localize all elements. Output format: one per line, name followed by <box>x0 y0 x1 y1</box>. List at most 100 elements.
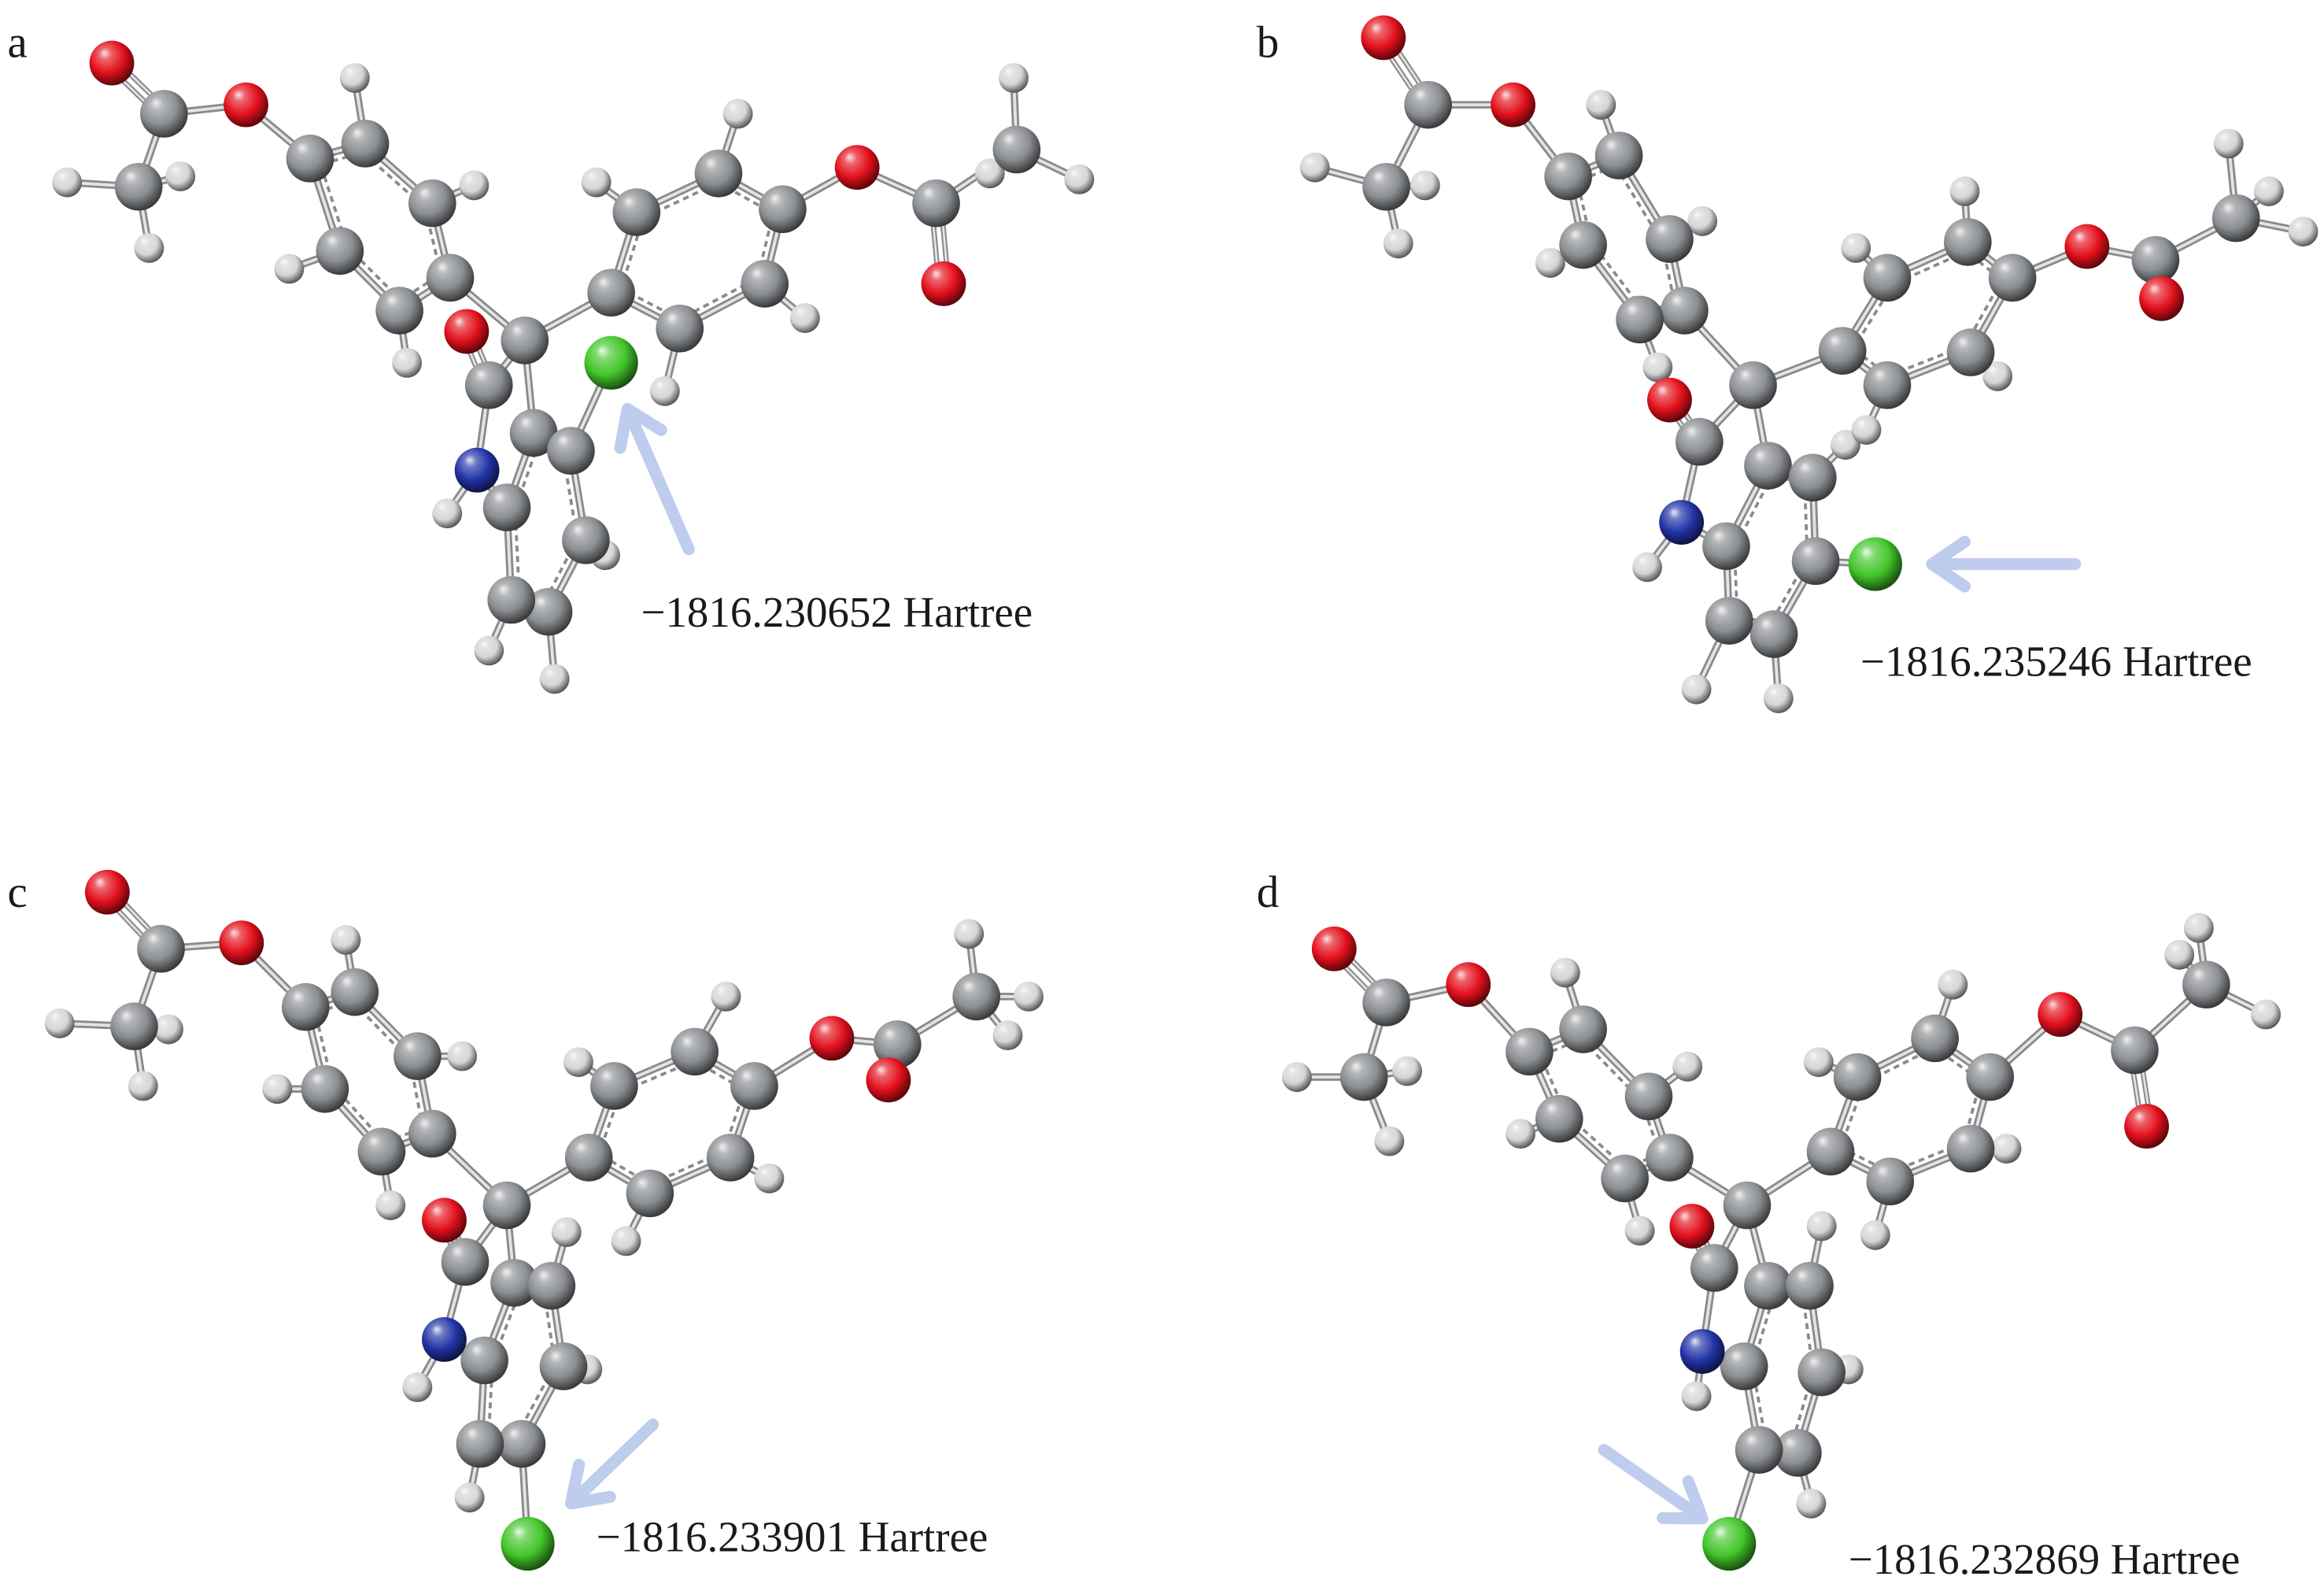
carbon-atom <box>110 1002 158 1051</box>
carbon-atom <box>759 185 807 234</box>
hydrogen-atom <box>134 233 164 263</box>
carbon-atom <box>1339 1053 1388 1101</box>
chlorine-atom <box>501 1516 555 1571</box>
hydrogen-atom <box>1938 969 1968 1000</box>
hydrogen-atom <box>402 1372 433 1403</box>
oxygen-atom <box>1361 15 1406 61</box>
carbon-atom <box>482 1181 531 1230</box>
carbon-atom <box>1735 1426 1783 1474</box>
hydrogen-atom <box>474 635 504 666</box>
carbon-atom <box>1559 1005 1607 1053</box>
aromatic-bond-line <box>1874 1051 1926 1079</box>
hydrogen-atom <box>1642 352 1673 383</box>
oxygen-atom <box>224 82 268 128</box>
carbon-atom <box>490 1259 538 1307</box>
aromatic-bond-line <box>758 220 774 269</box>
hydrogen-atom <box>1991 1134 2022 1164</box>
hydrogen-atom <box>1632 552 1662 583</box>
molecule-model <box>1281 912 2282 1571</box>
carbon-atom <box>1791 537 1840 586</box>
carbon-atom <box>1559 220 1607 269</box>
carbon-atom <box>137 924 185 973</box>
oxygen-atom <box>921 261 966 306</box>
hydrogen-atom <box>1383 228 1413 259</box>
hydrogen-atom <box>165 161 196 191</box>
carbon-atom <box>1786 1262 1834 1310</box>
carbon-atom <box>441 1238 490 1286</box>
carbon-atom <box>1749 610 1798 658</box>
hydrogen-atom <box>1392 1056 1423 1086</box>
hydrogen-atom <box>551 1217 582 1248</box>
carbon-atom <box>1744 442 1792 490</box>
hydrogen-atom <box>1841 233 1871 263</box>
aromatic-bond-line <box>496 1299 519 1350</box>
hydrogen-atom <box>992 1020 1023 1051</box>
aromatic-bond-line <box>1802 1302 1813 1359</box>
aromatic-bond-line <box>725 185 768 212</box>
molecule-model <box>52 40 1095 694</box>
carbon-atom <box>140 90 188 138</box>
hydrogen-atom <box>339 63 370 93</box>
carbon-atom <box>464 361 513 409</box>
carbon-atom <box>1616 295 1664 344</box>
carbon-atom <box>1833 1053 1882 1101</box>
hydrogen-atom <box>1851 415 1882 446</box>
arrow-icon <box>614 402 695 556</box>
hydrogen-atom <box>1796 1488 1827 1519</box>
hydrogen-atom <box>1672 1051 1703 1082</box>
hydrogen-atom <box>1374 1126 1405 1156</box>
atoms <box>1299 15 2318 713</box>
hydrogen-atom <box>2288 216 2318 247</box>
energy-label-d: −1816.232869 Hartree <box>1849 1535 2241 1580</box>
chlorine-atom <box>1848 537 1902 591</box>
carbon-atom <box>1720 1342 1768 1390</box>
carbon-atom <box>992 125 1041 174</box>
oxygen-atom <box>866 1057 911 1103</box>
carbon-atom <box>501 316 549 364</box>
carbon-atom <box>2211 194 2260 242</box>
hydrogen-atom <box>1860 1219 1890 1250</box>
carbon-atom <box>730 1062 778 1110</box>
carbon-atom <box>1506 1027 1554 1076</box>
aromatic-bond-line <box>1901 1145 1954 1170</box>
carbon-atom <box>1988 253 2037 302</box>
oxygen-atom <box>1669 1204 1715 1249</box>
carbon-atom <box>706 1134 755 1182</box>
aromatic-bond-line <box>1733 559 1738 608</box>
aromatic-bond-line <box>1772 569 1803 618</box>
panel-label-b: b <box>1257 18 1279 68</box>
arrow-icon <box>564 1418 660 1510</box>
carbon-atom <box>1594 131 1643 179</box>
hydrogen-atom <box>1982 361 2013 391</box>
hydrogen-atom <box>1550 957 1580 988</box>
chlorine-pointer-arrow <box>614 402 695 556</box>
carbon-atom <box>1946 328 1995 376</box>
aromatic-bond-line <box>1793 1384 1812 1437</box>
carbon-atom <box>482 483 531 531</box>
aromatic-bond-line <box>725 1095 744 1143</box>
carbon-atom <box>524 587 573 636</box>
aromatic-bond-line <box>1842 1093 1862 1142</box>
carbon-atom <box>1362 979 1410 1027</box>
carbon-atom <box>408 179 456 228</box>
hydrogen-atom <box>2164 939 2195 970</box>
carbon-atom <box>590 1062 638 1110</box>
oxygen-atom <box>84 869 130 915</box>
aromatic-bond-line <box>355 254 396 295</box>
oxygen-atom <box>2124 1104 2170 1149</box>
hydrogen-atom <box>999 63 1029 93</box>
chlorine-pointer-arrow <box>564 1418 660 1510</box>
arrow-icon <box>1926 535 2082 593</box>
carbon-atom <box>741 260 789 308</box>
carbon-atom <box>1744 1262 1792 1310</box>
hydrogen-atom <box>2183 912 2214 943</box>
hydrogen-atom <box>1586 90 1616 120</box>
hydrogen-atom <box>1064 164 1095 194</box>
panel-label-c: c <box>7 868 27 917</box>
aromatic-bond-line <box>603 1155 645 1182</box>
carbon-atom <box>1797 1348 1846 1397</box>
carbon-atom <box>1946 1124 1995 1173</box>
carbon-atom <box>564 1134 613 1182</box>
energy-label-a: −1816.230652 Hartree <box>641 588 1033 636</box>
nitrogen-atom <box>1659 500 1705 545</box>
